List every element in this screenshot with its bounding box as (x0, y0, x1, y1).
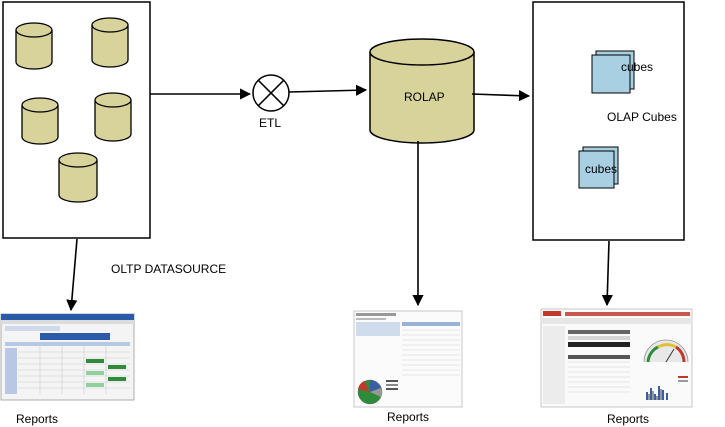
arrow-olap-to-reports (601, 240, 613, 307)
arrow-rolap-to-olap (471, 90, 531, 102)
olap-cubes-box (532, 1, 685, 241)
etl-transform-node (252, 74, 290, 112)
olap-cubes-label: OLAP Cubes (607, 110, 677, 124)
source-db-cylinder-4 (94, 92, 132, 142)
report-thumbnail-dashboard (540, 308, 693, 408)
reports-middle-label: Reports (387, 410, 429, 424)
olap-cube-bottom (578, 146, 619, 189)
rolap-label: ROLAP (404, 90, 445, 104)
source-db-cylinder-2 (91, 17, 129, 68)
source-db-cylinder-5 (58, 152, 98, 203)
reports-left-label: Reports (16, 412, 58, 426)
report-thumbnail-spreadsheet (0, 313, 135, 401)
olap-cube-top (591, 50, 635, 94)
oltp-datasource-label: OLTP DATASOURCE (111, 262, 226, 276)
arrow-etl-to-rolap (288, 84, 368, 96)
arrow-oltp-to-reports (66, 238, 78, 312)
source-db-cylinder-3 (21, 97, 59, 145)
olap-cube-bottom-label: cubes (585, 162, 617, 176)
etl-label: ETL (259, 116, 281, 130)
olap-cube-top-label: cubes (621, 60, 653, 74)
source-db-cylinder-1 (15, 22, 53, 70)
report-thumbnail-pie (353, 310, 463, 408)
reports-right-label: Reports (607, 412, 649, 426)
rolap-cylinder (369, 38, 475, 144)
